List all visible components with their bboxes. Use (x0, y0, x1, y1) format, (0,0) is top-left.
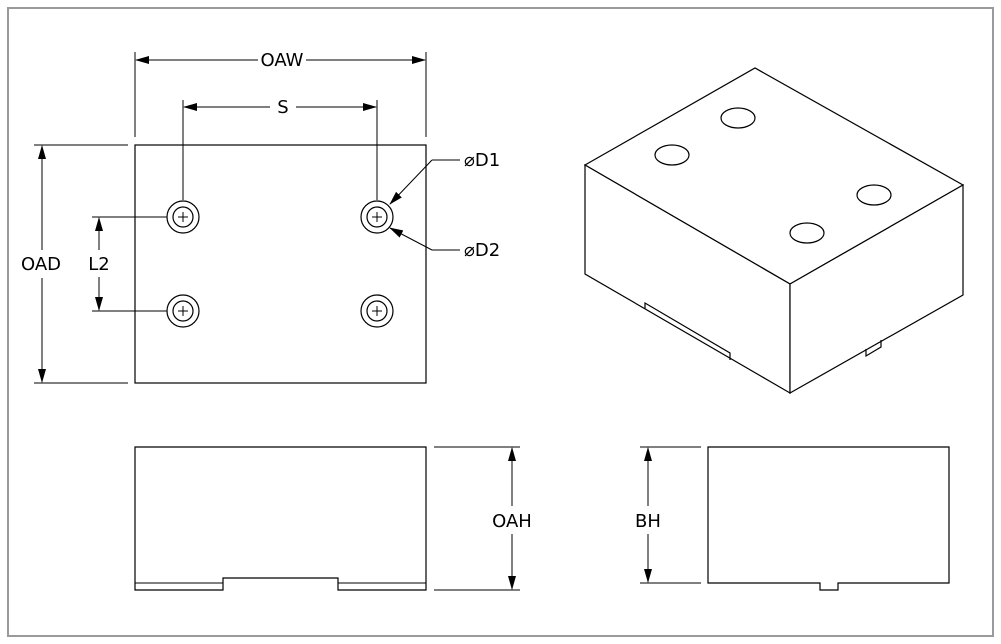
dimension-oaw: OAW (134, 50, 427, 137)
iso-hole-back (720, 107, 756, 129)
counterbore-hole-bottom-right (360, 294, 394, 328)
leader-d2: ⌀D2 (389, 227, 500, 261)
counterbore-hole-top-left (166, 200, 200, 234)
iso-right-relief (865, 340, 882, 358)
label-s: S (277, 97, 288, 118)
dimension-oah: OAH (434, 446, 532, 591)
top-view-outline (134, 144, 427, 384)
label-d2: ⌀D2 (464, 240, 500, 261)
iso-right-face (789, 183, 964, 395)
dimension-bh: BH (635, 446, 701, 584)
drawing-frame (7, 7, 994, 637)
label-l2: L2 (88, 254, 109, 275)
dimension-oad: OAD (21, 144, 128, 384)
iso-hole-left (654, 144, 690, 166)
iso-hole-right (856, 184, 892, 206)
leader-d1: ⌀D1 (389, 150, 500, 205)
label-oad: OAD (21, 254, 61, 275)
iso-left-relief (644, 301, 731, 360)
label-oah: OAH (492, 511, 532, 532)
side-view: BH (635, 446, 950, 591)
label-oaw: OAW (261, 50, 304, 71)
side-view-outline (707, 446, 950, 591)
front-view-outline (134, 446, 427, 591)
dimension-l2: L2 (88, 216, 167, 312)
iso-hole-front (789, 222, 825, 244)
front-view: OAH (134, 446, 532, 591)
counterbore-hole-bottom-left (166, 294, 200, 328)
dimension-s: S (182, 97, 378, 200)
counterbore-hole-top-right (360, 200, 394, 234)
label-bh: BH (635, 511, 661, 532)
label-d1: ⌀D1 (464, 150, 500, 171)
top-view: OAW S OAD L2 ⌀ (21, 50, 500, 384)
isometric-view (583, 67, 965, 395)
